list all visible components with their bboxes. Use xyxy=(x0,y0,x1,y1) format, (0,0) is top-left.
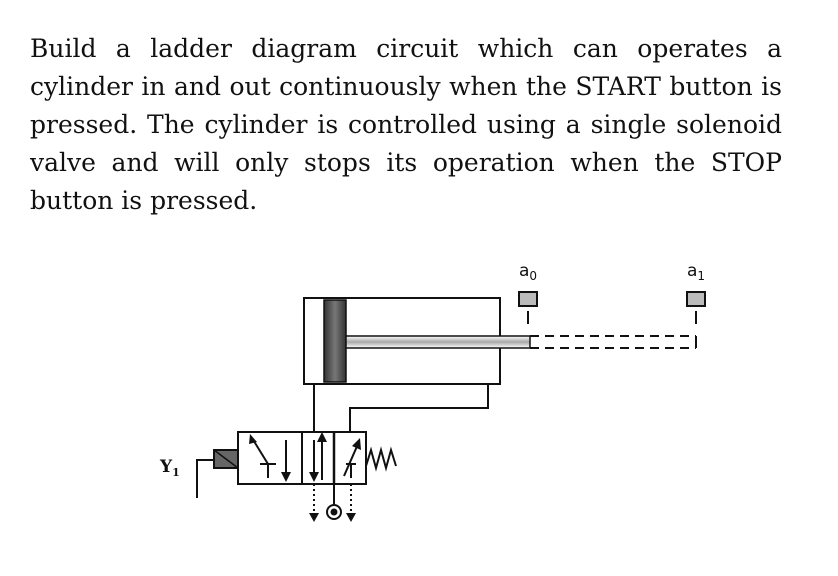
valve-left-box xyxy=(237,431,303,485)
problem-statement: Build a ladder diagram circuit which can… xyxy=(30,34,782,215)
cylinder-piston xyxy=(323,299,347,383)
valve-ports xyxy=(309,484,356,522)
sensor-a1-label: a1 xyxy=(687,261,705,283)
pressure-source-icon xyxy=(326,504,342,520)
sensor-a0: a0 xyxy=(518,261,538,324)
solenoid-actuator: Y1 xyxy=(159,449,239,498)
double-acting-cylinder xyxy=(303,297,531,385)
sensor-a1-head xyxy=(686,291,706,307)
sensor-a0-head xyxy=(518,291,538,307)
piston-rod xyxy=(345,335,531,349)
solenoid-label: Y1 xyxy=(159,457,180,479)
solenoid-wire xyxy=(196,459,214,498)
air-lines xyxy=(313,384,489,432)
sensor-a1: a1 xyxy=(686,261,706,324)
spring-return-symbol xyxy=(365,446,397,472)
sensor-a0-label: a0 xyxy=(519,261,537,283)
solenoid-valve-5-2 xyxy=(237,431,367,485)
rod-travel-dashed-line xyxy=(530,335,697,349)
